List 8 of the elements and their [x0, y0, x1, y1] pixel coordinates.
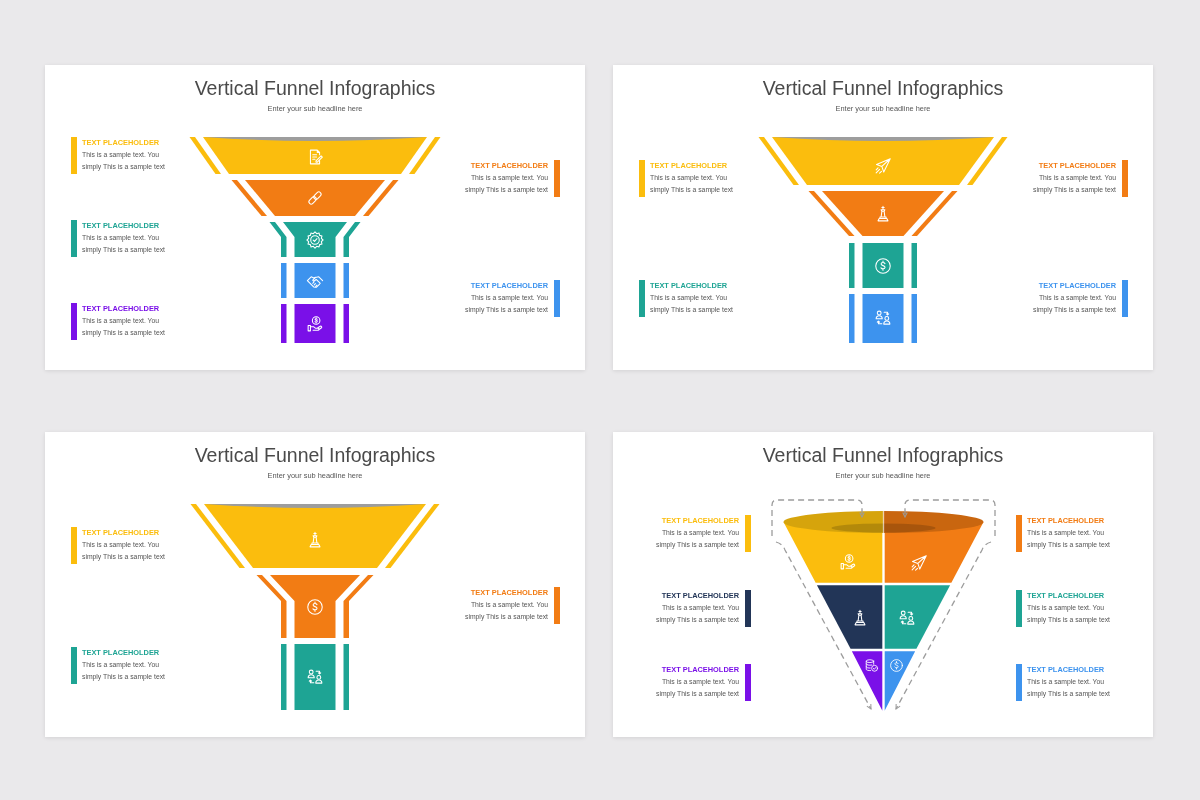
slide-title: Vertical Funnel Infographics	[762, 444, 1004, 466]
slide-card	[613, 65, 1153, 370]
slide-title: Vertical Funnel Infographics	[762, 77, 1004, 99]
slide-card	[45, 432, 585, 737]
slide-card	[613, 432, 1153, 737]
slide-title: Vertical Funnel Infographics	[194, 77, 436, 99]
slide-title: Vertical Funnel Infographics	[194, 444, 436, 466]
slide-card	[45, 65, 585, 370]
